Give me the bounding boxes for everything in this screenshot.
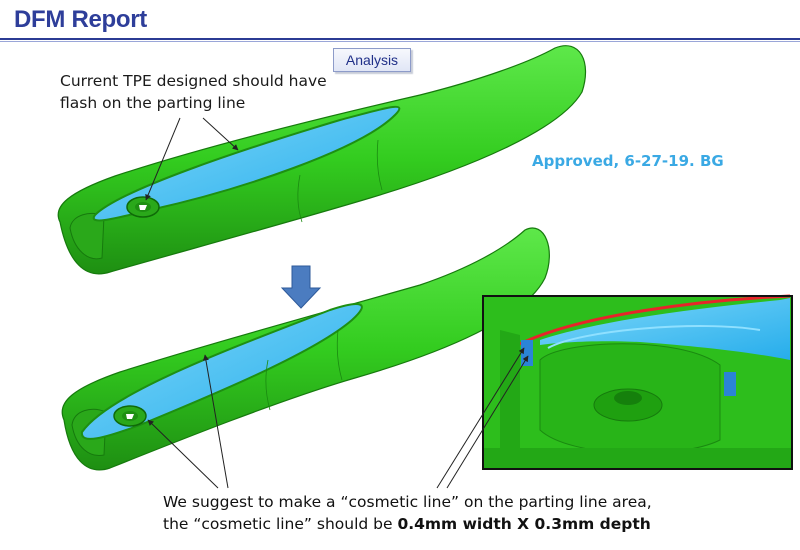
suggestion-note: We suggest to make a “cosmetic line” on … xyxy=(163,491,783,535)
suggestion-line-2: the “cosmetic line” should be 0.4mm widt… xyxy=(163,513,783,535)
analysis-tag: Analysis xyxy=(333,48,411,72)
suggestion-line-2-text: the “cosmetic line” should be xyxy=(163,515,398,533)
report-header: DFM Report xyxy=(0,0,800,44)
header-rule-thin xyxy=(0,41,800,42)
inset-detail-view xyxy=(482,294,793,470)
suggestion-line-1: We suggest to make a “cosmetic line” on … xyxy=(163,493,652,511)
cosmetic-line-dimension: 0.4mm width X 0.3mm depth xyxy=(397,515,651,533)
leader-lines xyxy=(145,117,529,489)
bottom-part xyxy=(61,227,550,471)
approval-stamp: Approved, 6-27-19. BG xyxy=(532,152,724,170)
flash-note: Current TPE designed should have flash o… xyxy=(60,72,327,112)
down-arrow-icon xyxy=(280,265,322,309)
page-title: DFM Report xyxy=(14,6,147,33)
top-part xyxy=(57,45,587,275)
header-rule xyxy=(0,38,800,40)
